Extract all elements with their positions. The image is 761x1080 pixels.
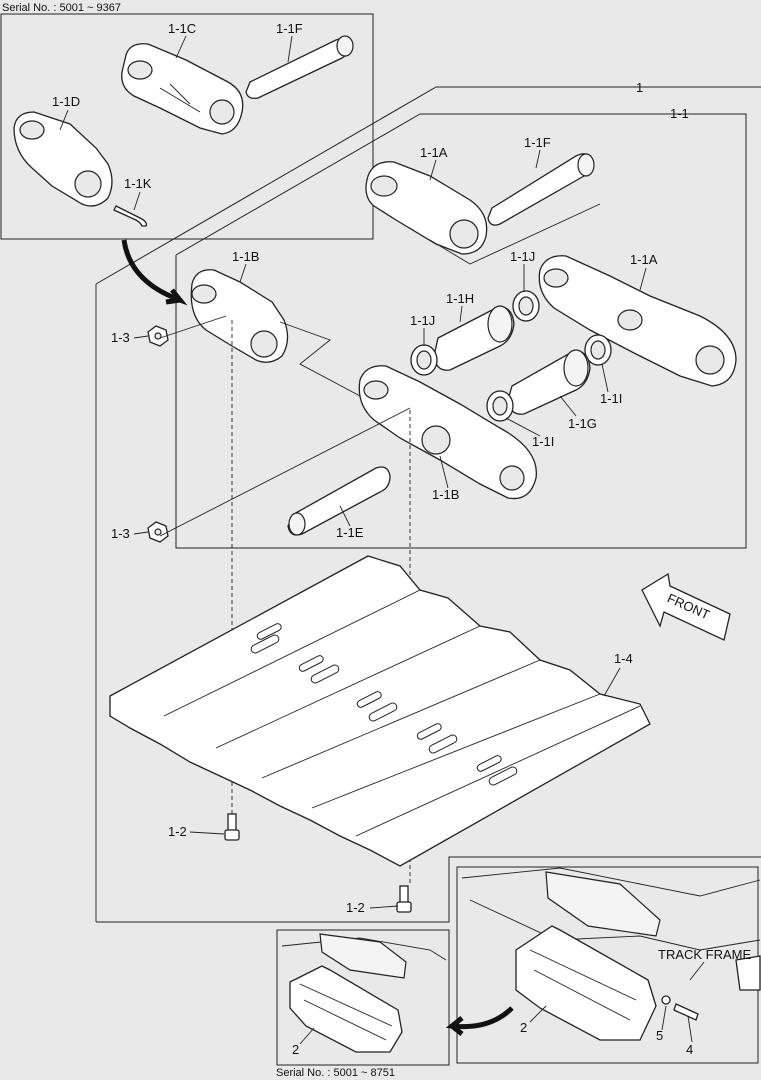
label-1-4: 1-4 — [614, 651, 633, 666]
label-1-1G: 1-1G — [568, 416, 597, 431]
curved-arrow-bottom — [445, 1006, 514, 1036]
label-1-1D: 1-1D — [52, 94, 80, 109]
curved-arrow-top — [121, 239, 188, 306]
label-1-1F-mid: 1-1F — [524, 135, 551, 150]
pin-1-1E — [287, 466, 391, 536]
label-1-1F-top: 1-1F — [276, 21, 303, 36]
serial-bottom: Serial No. : 5001 ~ 8751 — [276, 1067, 395, 1079]
step-assembly-right — [461, 867, 761, 1041]
label-5: 5 — [656, 1028, 663, 1043]
label-4: 4 — [686, 1042, 693, 1057]
bushing-1-1G — [507, 349, 591, 415]
link-1-1B-top — [190, 269, 289, 363]
front-arrow — [641, 572, 731, 641]
label-track-frame: TRACK FRAME — [658, 947, 752, 962]
nut-1-3-top — [147, 325, 169, 347]
seal-1-1J-right — [512, 290, 540, 322]
step-assembly-left — [281, 933, 447, 1053]
track-shoe-plates — [109, 555, 651, 867]
bolt-1-2-left — [224, 813, 240, 841]
label-2-right: 2 — [520, 1020, 527, 1035]
label-1-3-top: 1-3 — [111, 330, 130, 345]
link-1-1C — [121, 43, 244, 135]
link-1-1A-right — [538, 255, 737, 387]
inset-frame-top-left — [0, 13, 374, 240]
pin-1-1K — [113, 205, 148, 227]
label-1-1J-left: 1-1J — [410, 313, 435, 328]
link-1-1D — [13, 111, 113, 207]
group-1-frame-bottom — [96, 856, 761, 923]
label-1-1A-top: 1-1A — [420, 145, 448, 160]
seal-1-1I-right — [584, 334, 612, 366]
inset-frame-bottom-left — [276, 929, 450, 1066]
group-1-1-frame — [175, 113, 747, 549]
label-1-1A-right: 1-1A — [630, 252, 658, 267]
link-1-1B-mid — [358, 365, 537, 500]
label-1-3-bot: 1-3 — [111, 526, 130, 541]
bushing-1-1H — [433, 305, 515, 371]
label-1-1K: 1-1K — [124, 176, 152, 191]
label-2-left: 2 — [292, 1042, 299, 1057]
seal-1-1J-left — [410, 344, 438, 376]
label-1-1J-right: 1-1J — [510, 249, 535, 264]
link-1-1A-top — [365, 161, 488, 255]
label-1-1: 1-1 — [670, 106, 689, 121]
serial-top: Serial No. : 5001 ~ 9367 — [2, 2, 121, 14]
label-1-1B-top: 1-1B — [232, 249, 259, 264]
label-leaders — [59, 35, 705, 1045]
label-1-2-left: 1-2 — [168, 824, 187, 839]
label-1: 1 — [636, 80, 643, 95]
label-1-1I-mid: 1-1I — [532, 434, 554, 449]
label-1-1C: 1-1C — [168, 21, 196, 36]
nut-1-3-bot — [147, 521, 169, 543]
group-1-frame — [95, 86, 761, 285]
bolt-1-2-bot — [396, 885, 412, 913]
label-1-1H: 1-1H — [446, 291, 474, 306]
pin-1-1F-top — [245, 35, 354, 100]
label-1-1B-mid: 1-1B — [432, 487, 459, 502]
label-1-1I-right: 1-1I — [600, 391, 622, 406]
pin-1-1F-mid — [487, 153, 595, 226]
label-1-2-bot: 1-2 — [346, 900, 365, 915]
seal-1-1I-mid — [486, 390, 514, 422]
label-1-1E: 1-1E — [336, 525, 364, 540]
